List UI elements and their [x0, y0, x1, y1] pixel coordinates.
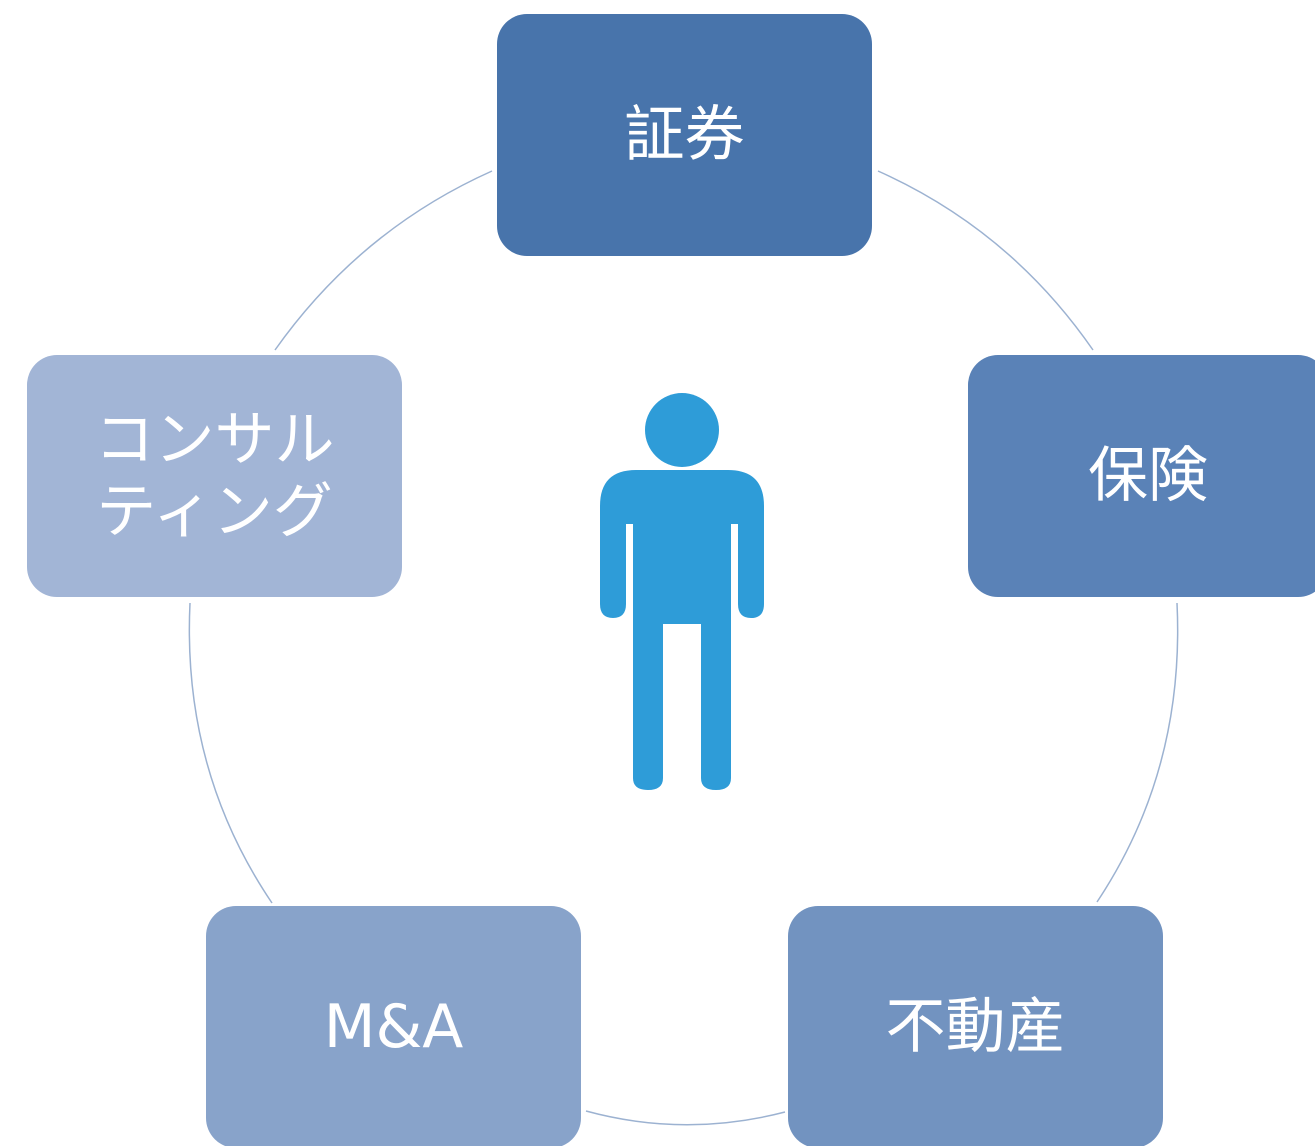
- person-body: [600, 470, 764, 790]
- arc-consulting-securities: [274, 170, 493, 351]
- node-real-estate: 不動産: [788, 906, 1163, 1146]
- node-consulting-label: コンサル ティング: [94, 405, 335, 547]
- node-insurance: 保険: [968, 355, 1315, 597]
- arc-ma-consulting: [188, 602, 273, 904]
- node-insurance-label: 保険: [1088, 441, 1208, 511]
- node-consulting: コンサル ティング: [27, 355, 402, 597]
- node-securities-label: 証券: [624, 100, 745, 170]
- person-head: [645, 393, 719, 467]
- node-ma-label: M&A: [323, 992, 464, 1062]
- node-real-estate-label: 不動産: [885, 992, 1066, 1062]
- ring-arcs: [188, 170, 1179, 1126]
- arc-realestate-ma: [585, 1110, 786, 1126]
- arc-securities-insurance: [877, 170, 1094, 351]
- node-ma: M&A: [206, 906, 581, 1146]
- person-icon: [600, 393, 764, 790]
- node-securities: 証券: [497, 14, 872, 256]
- arc-insurance-realestate: [1096, 602, 1179, 903]
